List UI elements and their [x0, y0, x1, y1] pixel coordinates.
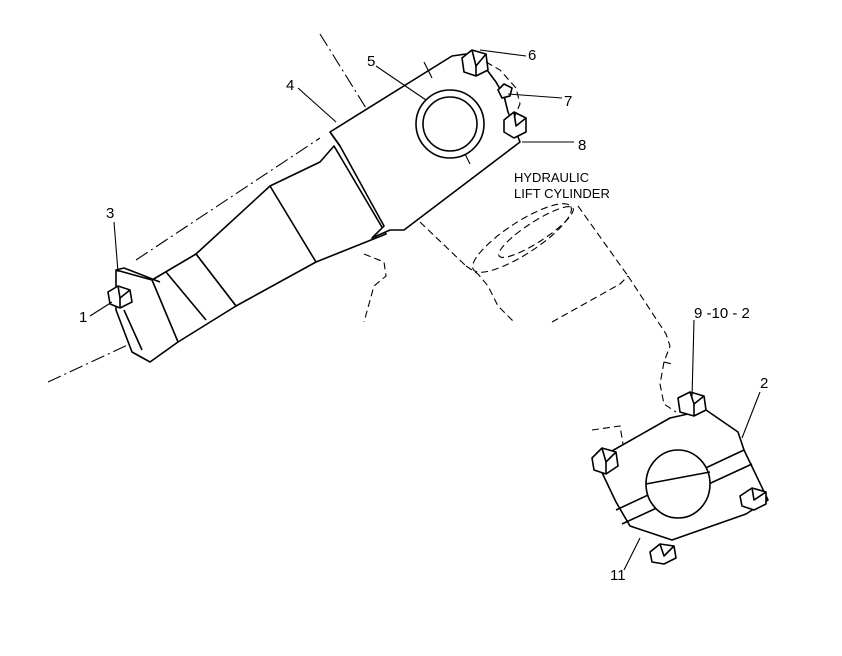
upper-clamp-block	[329, 49, 527, 239]
upper-arm-assembly	[107, 137, 387, 363]
lower-clamp-block	[591, 391, 769, 565]
callout-7: 7	[564, 93, 572, 110]
leader-lines	[89, 49, 761, 571]
hydraulic-cylinder-phantom	[363, 203, 677, 451]
callout-4: 4	[286, 77, 294, 94]
callout-11: 11	[610, 567, 626, 584]
hydraulic-label: HYDRAULIC LIFT CYLINDER	[514, 170, 610, 201]
callout-5: 5	[367, 53, 375, 70]
callout-1: 1	[79, 309, 87, 326]
callout-3: 3	[106, 205, 114, 222]
callout-8: 8	[578, 137, 586, 154]
callout-2: 2	[760, 375, 768, 392]
callout-6: 6	[528, 47, 536, 64]
label-hydraulic: HYDRAULIC	[514, 170, 589, 185]
label-lift-cylinder: LIFT CYLINDER	[514, 186, 610, 201]
callout-9-10-2: 9 -10 - 2	[694, 305, 750, 322]
callouts: 1 2 3 4 5 6 7 8 9 -10 - 2 11	[79, 47, 768, 584]
